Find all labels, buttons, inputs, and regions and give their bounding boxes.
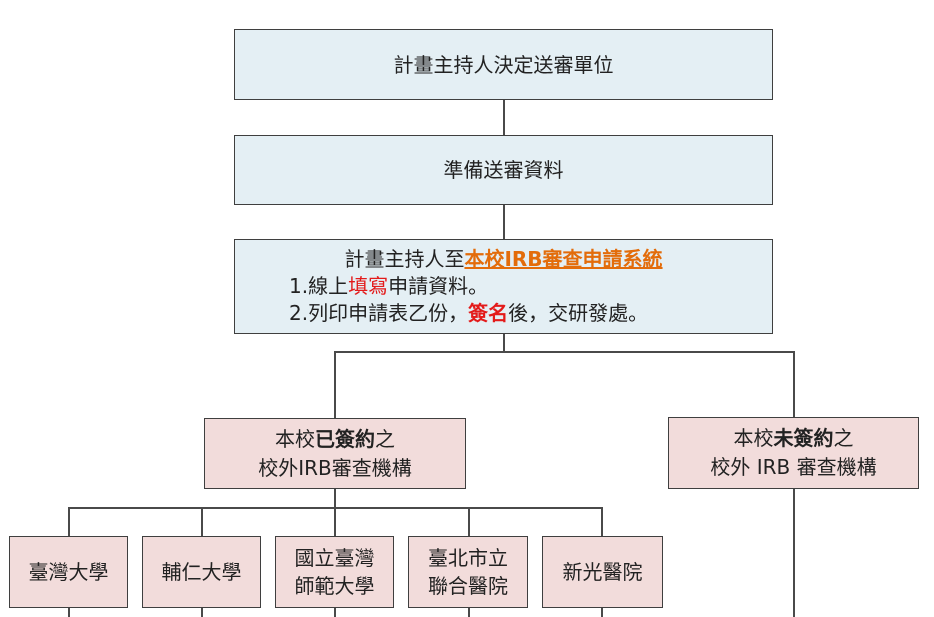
tail-4 <box>468 607 470 617</box>
unsigned-keyword: 未簽約 <box>773 426 834 450</box>
unsigned-a: 本校 <box>733 426 774 450</box>
line3-sign-highlight: 簽名 <box>468 301 509 325</box>
institution-name: 新光醫院 <box>562 560 643 584</box>
signed-irb-branch: 本校已簽約之 校外IRB審查機構 <box>204 418 466 489</box>
drop-5 <box>601 507 603 537</box>
connector-to-unsigned <box>793 351 795 418</box>
institution-name-line2: 聯合醫院 <box>428 574 508 598</box>
institution-name-line1: 臺北市立 <box>428 546 508 570</box>
institution-name-line2: 師範大學 <box>294 574 375 598</box>
tail-3 <box>334 607 336 617</box>
step-submit-line2: 1.線上填寫申請資料。 <box>289 273 488 300</box>
step-prepare-docs: 準備送審資料 <box>234 135 773 205</box>
institution-name: 輔仁大學 <box>161 560 242 584</box>
unsigned-line1: 本校未簽約之 <box>734 424 854 453</box>
branch-bar <box>334 351 794 353</box>
tail-2 <box>201 607 203 617</box>
institution-box: 國立臺灣 師範大學 <box>275 536 394 608</box>
connector-to-signed <box>334 351 336 419</box>
line2-c: 申請資料。 <box>388 274 489 298</box>
institution-name-line1: 國立臺灣 <box>294 546 375 570</box>
line2-fill-highlight: 填寫 <box>348 274 389 298</box>
step-prepare-docs-text: 準備送審資料 <box>443 158 564 182</box>
line1-prefix: 計畫主持人至 <box>344 247 465 271</box>
institution-box: 輔仁大學 <box>142 536 261 608</box>
step-submit-line1: 計畫主持人至本校IRB審查申請系統 <box>344 246 662 273</box>
signed-line1: 本校已簽約之 <box>275 425 395 454</box>
drop-4 <box>468 507 470 537</box>
institution-box: 臺北市立 聯合醫院 <box>408 536 528 608</box>
line3-a: 2.列印申請表乙份， <box>289 301 469 325</box>
line3-c: 後，交研發處。 <box>508 301 649 325</box>
tail-5 <box>601 607 603 617</box>
signed-a: 本校 <box>275 426 315 451</box>
unsigned-line2: 校外 IRB 審查機構 <box>710 455 877 479</box>
step-decide-unit-text: 計畫主持人決定送審單位 <box>393 52 614 77</box>
connector-signed-down <box>334 488 336 508</box>
signed-keyword: 已簽約 <box>315 426 375 451</box>
institution-box: 臺灣大學 <box>9 536 128 608</box>
signed-c: 之 <box>375 426 395 451</box>
drop-3 <box>334 507 336 537</box>
step-submit-line3: 2.列印申請表乙份，簽名後，交研發處。 <box>289 300 648 327</box>
connector-unsigned-down <box>793 489 795 617</box>
institution-name: 臺灣大學 <box>28 560 109 584</box>
line2-a: 1.線上 <box>289 274 349 298</box>
drop-1 <box>68 507 70 537</box>
unsigned-c: 之 <box>833 426 854 450</box>
tail-1 <box>68 607 70 617</box>
unsigned-irb-branch: 本校未簽約之 校外 IRB 審查機構 <box>668 417 919 489</box>
connector-2-3 <box>503 204 505 240</box>
irb-system-link[interactable]: 本校IRB審查申請系統 <box>464 247 663 271</box>
step-submit-system: 計畫主持人至本校IRB審查申請系統 1.線上填寫申請資料。 2.列印申請表乙份，… <box>234 239 773 334</box>
connector-3-branch <box>503 333 505 352</box>
institution-box: 新光醫院 <box>542 536 663 608</box>
signed-line2: 校外IRB審查機構 <box>258 455 412 480</box>
connector-1-2 <box>503 99 505 136</box>
drop-2 <box>201 507 203 537</box>
step-decide-unit: 計畫主持人決定送審單位 <box>234 29 773 100</box>
